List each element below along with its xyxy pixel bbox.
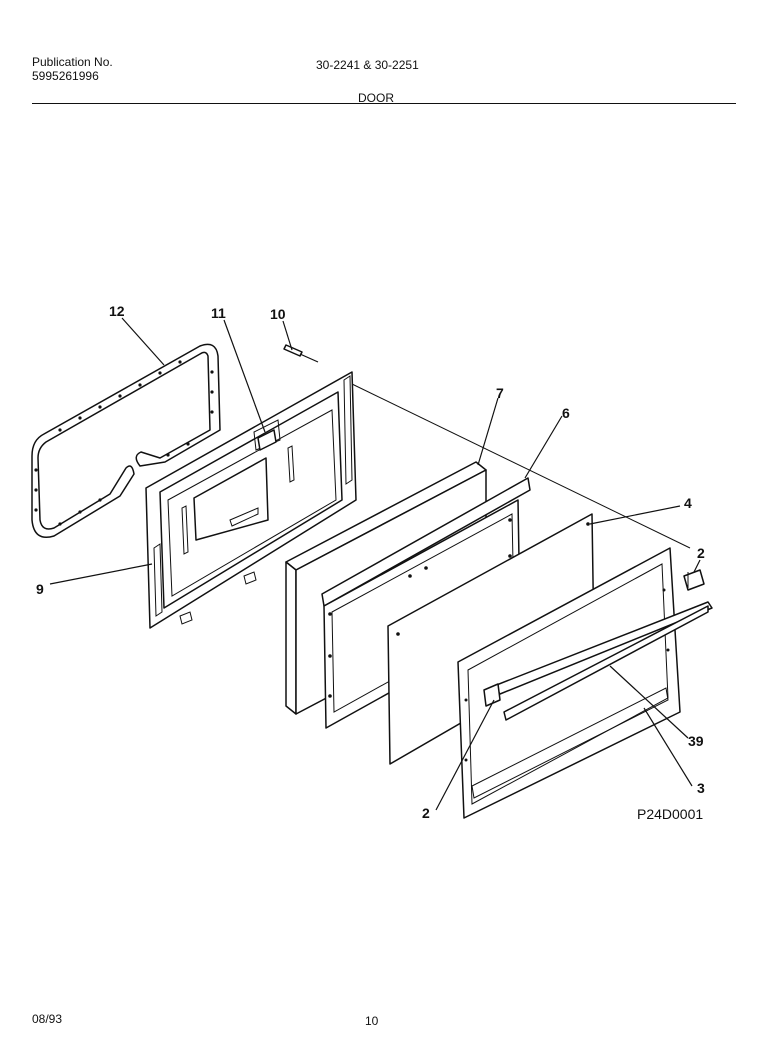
- callout-6: 6: [562, 405, 570, 421]
- leader-lines: [49, 317, 701, 811]
- part-11-bracket: [257, 429, 277, 451]
- leader-6: [524, 415, 563, 479]
- leader-2-bottom: [435, 699, 495, 811]
- part-9-inner-door-liner: [145, 371, 357, 629]
- leader-7: [477, 397, 499, 466]
- leader-12: [121, 317, 165, 366]
- leader-2-right: [693, 559, 701, 573]
- callout-9: 9: [36, 581, 44, 597]
- leader-11: [223, 319, 266, 433]
- callout-2-right: 2: [697, 545, 705, 561]
- leader-4: [589, 505, 681, 525]
- callout-11: 11: [211, 305, 226, 321]
- part-10-screw: [283, 344, 319, 363]
- publication-number: 5995261996: [32, 69, 99, 83]
- callout-10: 10: [270, 306, 286, 322]
- header-rule: [32, 103, 736, 104]
- section-title: DOOR: [358, 91, 394, 105]
- callout-12: 12: [109, 303, 125, 319]
- part-2-end-cap-right: [683, 569, 705, 591]
- callout-7: 7: [496, 385, 504, 401]
- model-numbers: 30-2241 & 30-2251: [316, 58, 419, 72]
- alignment-line-top: [351, 383, 691, 549]
- callout-4: 4: [684, 495, 692, 511]
- part-12-door-gasket: [31, 343, 221, 538]
- callout-2-bottom: 2: [422, 805, 430, 821]
- publication-label: Publication No.: [32, 55, 113, 69]
- leader-39: [609, 665, 689, 739]
- callout-39: 39: [688, 733, 704, 749]
- part-2-end-cap-bottom: [483, 683, 501, 707]
- leader-9: [49, 563, 153, 585]
- callout-3: 3: [697, 780, 705, 796]
- leader-3: [643, 707, 693, 787]
- figure-code: P24D0001: [637, 806, 703, 822]
- leader-10: [282, 320, 293, 351]
- footer-date: 08/93: [32, 1012, 63, 1026]
- footer-page-number: 10: [365, 1014, 379, 1028]
